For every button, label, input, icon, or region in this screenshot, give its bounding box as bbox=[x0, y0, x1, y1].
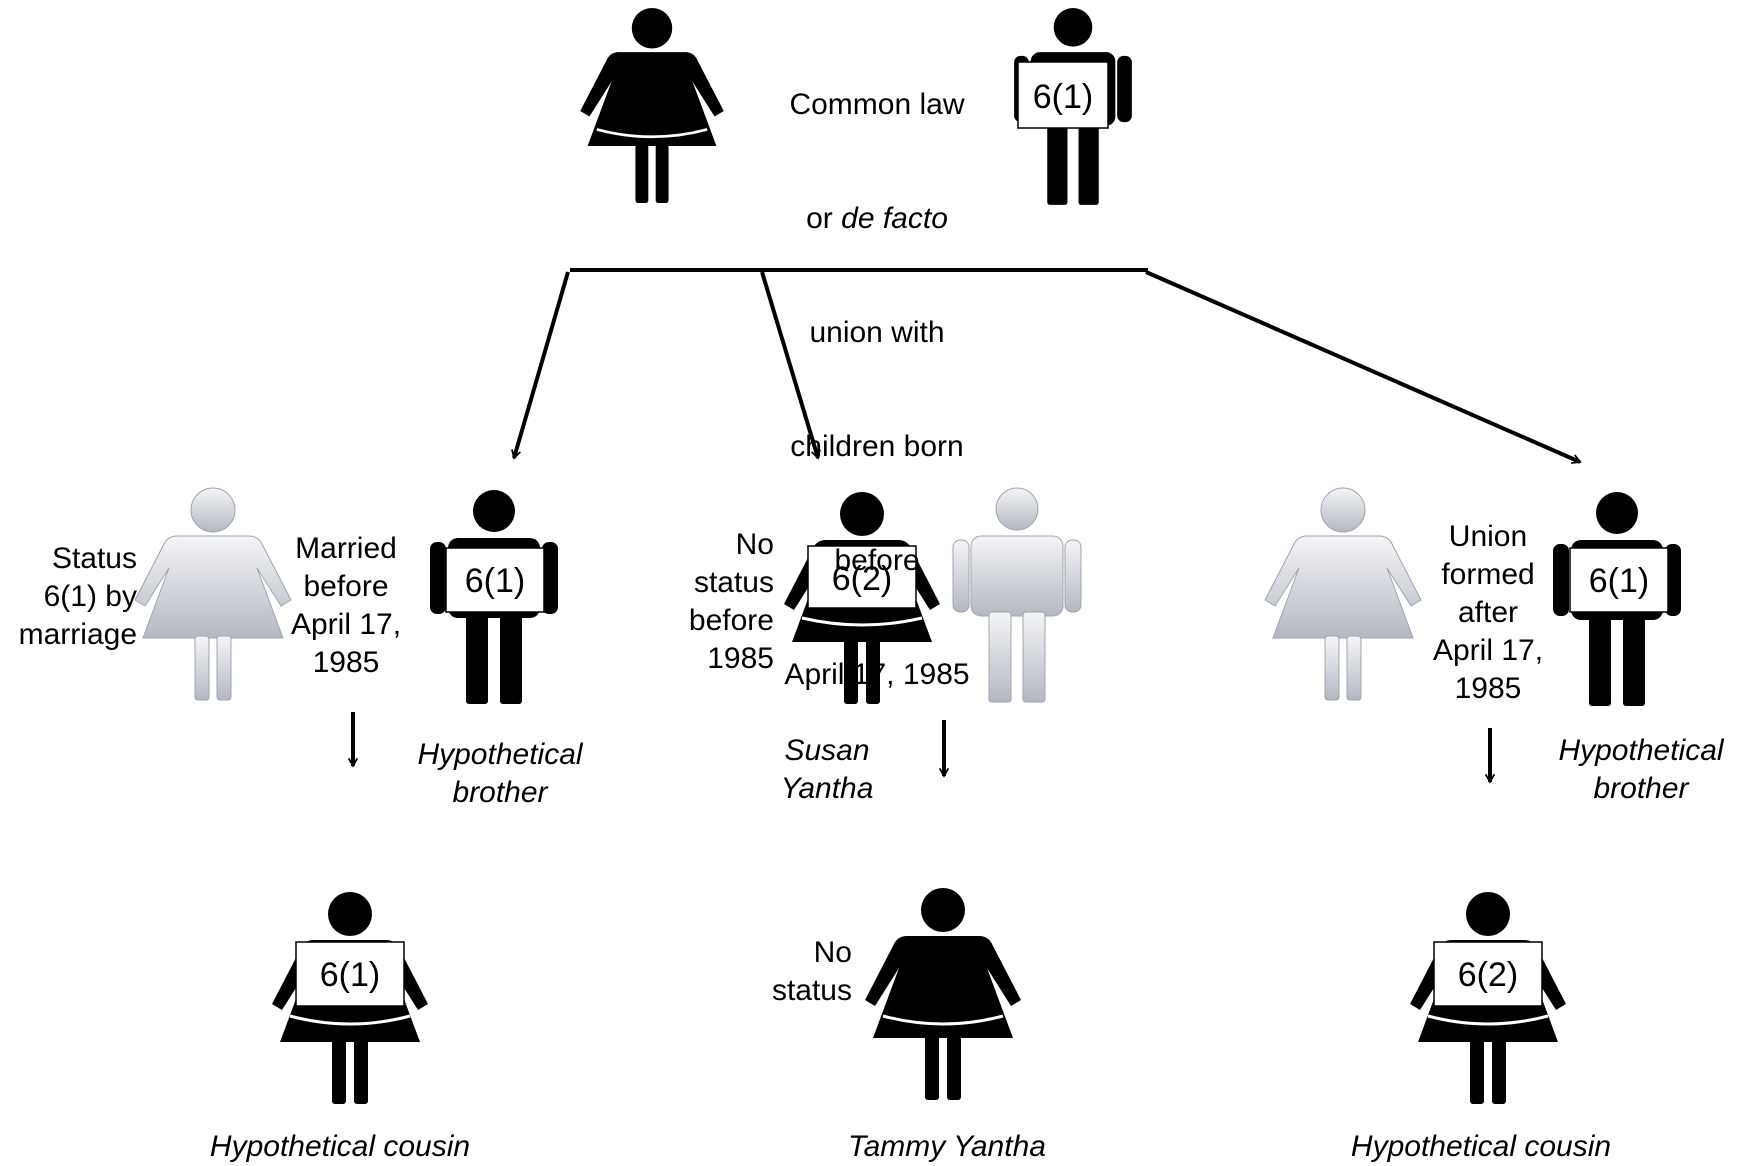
left-brother-badge bbox=[445, 547, 545, 613]
right-brother-badge bbox=[1569, 547, 1669, 613]
left-brother-caption: Hypothetical brother bbox=[417, 738, 583, 809]
arrow-to-right-brother bbox=[1145, 270, 1580, 464]
susan-figure bbox=[784, 492, 940, 704]
top-union-line1: Common law bbox=[789, 88, 965, 121]
left-brother-badge-text: 6(1) bbox=[465, 562, 525, 600]
top-union-note: Common law or de facto union with childr… bbox=[784, 10, 969, 732]
tammy-status-note: No status bbox=[771, 936, 852, 1007]
right-child-caption: Hypothetical cousin bbox=[1350, 1130, 1612, 1163]
susan-badge bbox=[807, 545, 917, 609]
right-brother-caption: Hypothetical brother bbox=[1558, 734, 1724, 805]
tammy-caption: Tammy Yantha bbox=[848, 1130, 1046, 1163]
susan-caption: Susan Yantha bbox=[780, 734, 874, 805]
top-union-line2-pre: or bbox=[806, 202, 833, 235]
top-mother-figure bbox=[580, 8, 724, 204]
right-spouse-figure bbox=[1264, 487, 1422, 701]
susan-badge-text: 6(2) bbox=[832, 560, 892, 598]
top-union-line2: or de facto bbox=[784, 200, 969, 238]
top-union-line6: April 17, 1985 bbox=[784, 658, 970, 691]
left-child-badge-text: 6(1) bbox=[320, 956, 380, 994]
susan-spouse-figure bbox=[952, 487, 1082, 703]
top-union-line4: children born bbox=[790, 430, 964, 463]
right-union-note: Union formed after April 17, 1985 bbox=[1432, 520, 1544, 705]
arrow-to-susan bbox=[760, 271, 818, 458]
top-union-line2-italic: de facto bbox=[841, 202, 948, 235]
top-union-line5: before bbox=[834, 544, 920, 577]
left-spouse-note: Status 6(1) by marriage bbox=[18, 542, 137, 651]
left-spouse-figure bbox=[134, 487, 292, 701]
left-child-caption: Hypothetical cousin bbox=[209, 1130, 471, 1163]
right-child-figure bbox=[1410, 892, 1566, 1104]
top-union-line3: union with bbox=[809, 316, 945, 349]
top-father-badge bbox=[1017, 61, 1109, 129]
left-child-badge bbox=[295, 941, 405, 1007]
tammy-figure bbox=[865, 888, 1021, 1100]
top-father-badge-text: 6(1) bbox=[1033, 78, 1093, 116]
arrow-to-left-brother bbox=[514, 271, 570, 458]
right-brother-badge-text: 6(1) bbox=[1589, 562, 1649, 600]
right-child-badge bbox=[1433, 941, 1543, 1007]
right-child-badge-text: 6(2) bbox=[1458, 956, 1518, 994]
susan-status-note: No status before 1985 bbox=[688, 528, 774, 675]
left-marriage-note: Married before April 17, 1985 bbox=[290, 532, 402, 679]
left-child-figure bbox=[272, 892, 428, 1104]
